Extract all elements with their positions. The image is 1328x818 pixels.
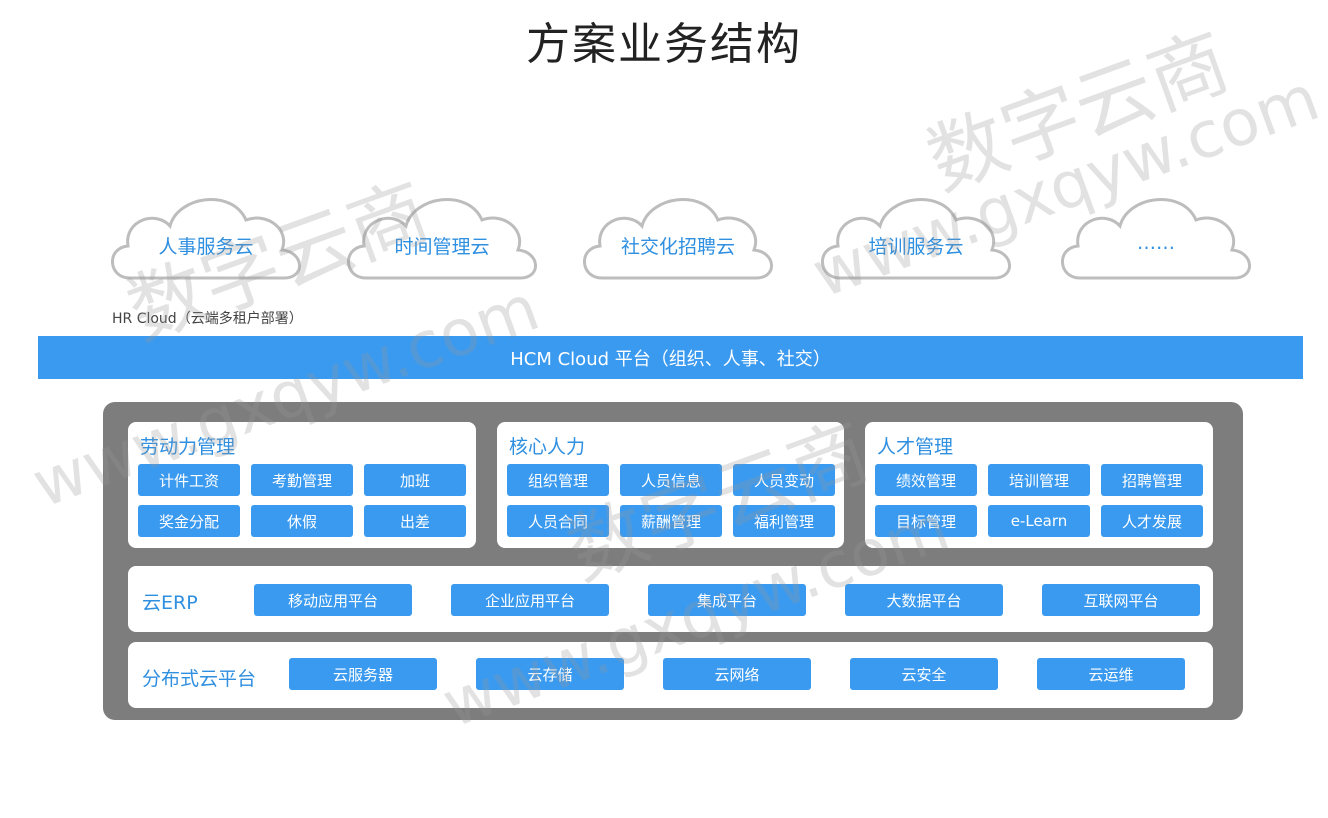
module-item[interactable]: 休假 (251, 505, 353, 537)
module-item[interactable]: 目标管理 (875, 505, 977, 537)
module-item[interactable]: 薪酬管理 (620, 505, 722, 537)
erp-item[interactable]: 大数据平台 (845, 584, 1003, 616)
erp-item[interactable]: 集成平台 (648, 584, 806, 616)
cloud-label: …… (1137, 232, 1175, 254)
module-item[interactable]: 加班 (364, 464, 466, 496)
hcm-platform-bar: HCM Cloud 平台（组织、人事、社交） (38, 336, 1303, 379)
module-item[interactable]: 组织管理 (507, 464, 609, 496)
cloud-label: 人事服务云 (158, 236, 254, 258)
module-item[interactable]: 绩效管理 (875, 464, 977, 496)
module-item[interactable]: 考勤管理 (251, 464, 353, 496)
module-core-hr: 核心人力 组织管理 人员信息 人员变动 人员合同 薪酬管理 福利管理 (497, 422, 844, 548)
cloud-3: 社交化招聘云 (572, 168, 784, 288)
module-item[interactable]: 福利管理 (733, 505, 835, 537)
cloud-1: 人事服务云 (100, 168, 312, 288)
module-item[interactable]: 人员变动 (733, 464, 835, 496)
cloud-icon (347, 197, 537, 280)
distributed-item[interactable]: 云安全 (850, 658, 998, 690)
module-item[interactable]: 培训管理 (988, 464, 1090, 496)
module-talent: 人才管理 绩效管理 培训管理 招聘管理 目标管理 e-Learn 人才发展 (865, 422, 1213, 548)
distributed-item[interactable]: 云运维 (1037, 658, 1185, 690)
module-item[interactable]: 奖金分配 (138, 505, 240, 537)
module-item[interactable]: 出差 (364, 505, 466, 537)
hr-cloud-label: HR Cloud（云端多租户部署） (112, 311, 303, 327)
module-item[interactable]: 招聘管理 (1101, 464, 1203, 496)
module-title: 核心人力 (509, 436, 586, 458)
module-item[interactable]: e-Learn (988, 505, 1090, 537)
module-item[interactable]: 人员合同 (507, 505, 609, 537)
module-item[interactable]: 人员信息 (620, 464, 722, 496)
cloud-icon (821, 197, 1011, 280)
page-title: 方案业务结构 (526, 19, 802, 70)
module-item[interactable]: 人才发展 (1101, 505, 1203, 537)
module-item[interactable]: 计件工资 (138, 464, 240, 496)
cloud-label: 培训服务云 (868, 236, 964, 258)
distributed-row: 分布式云平台 云服务器 云存储 云网络 云安全 云运维 (128, 642, 1213, 708)
cloud-label: 时间管理云 (394, 236, 490, 258)
distributed-item[interactable]: 云存储 (476, 658, 624, 690)
cloud-4: 培训服务云 (810, 168, 1022, 288)
cloud-icon (111, 197, 301, 280)
distributed-label: 分布式云平台 (142, 668, 257, 690)
distributed-item[interactable]: 云服务器 (289, 658, 437, 690)
erp-row: 云ERP 移动应用平台 企业应用平台 集成平台 大数据平台 互联网平台 (128, 566, 1213, 632)
erp-item[interactable]: 移动应用平台 (254, 584, 412, 616)
distributed-item[interactable]: 云网络 (663, 658, 811, 690)
erp-item[interactable]: 企业应用平台 (451, 584, 609, 616)
module-title: 人才管理 (877, 436, 954, 458)
module-title: 劳动力管理 (140, 436, 236, 458)
cloud-5: …… (1050, 168, 1262, 288)
module-workforce: 劳动力管理 计件工资 考勤管理 加班 奖金分配 休假 出差 (128, 422, 476, 548)
cloud-icon (1061, 197, 1251, 280)
erp-label: 云ERP (142, 592, 198, 614)
architecture-container: 劳动力管理 计件工资 考勤管理 加班 奖金分配 休假 出差 核心人力 组织管理 … (103, 402, 1243, 720)
erp-item[interactable]: 互联网平台 (1042, 584, 1200, 616)
cloud-icon (583, 197, 773, 280)
cloud-label: 社交化招聘云 (620, 236, 735, 258)
cloud-2: 时间管理云 (336, 168, 548, 288)
